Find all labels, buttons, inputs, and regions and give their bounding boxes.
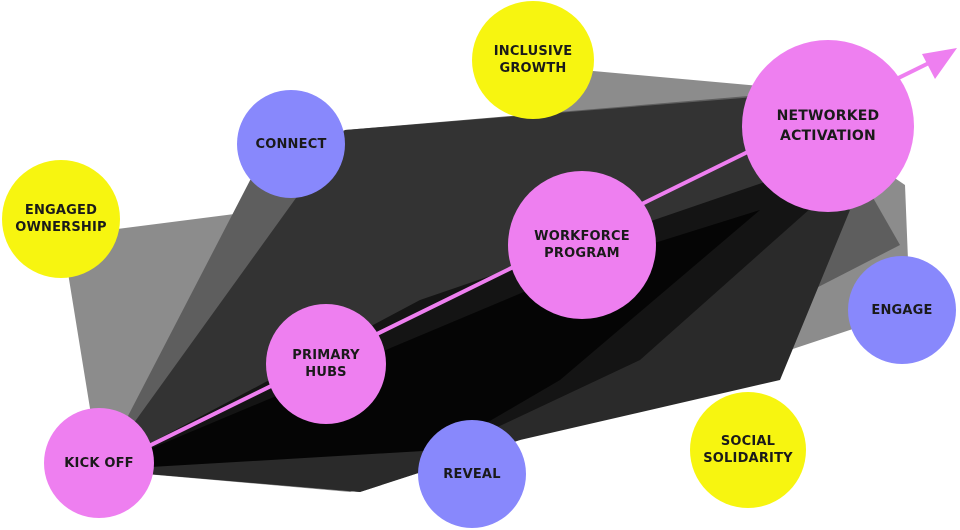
- node-inclusive-growth: INCLUSIVE GROWTH: [472, 1, 594, 119]
- node-primary-hubs: PRIMARY HUBS: [266, 304, 386, 424]
- node-primary-hubs-label: PRIMARY HUBS: [292, 348, 360, 380]
- watermark-text: 知乎 @大菲哥: [792, 488, 938, 513]
- node-kick-off-label: KICK OFF: [64, 455, 134, 471]
- node-reveal: REVEAL: [418, 420, 526, 528]
- node-inclusive-growth-label: INCLUSIVE GROWTH: [493, 44, 573, 76]
- node-engage: ENGAGE: [848, 256, 956, 364]
- node-workforce-program-label: WORKFORCE PROGRAM: [534, 229, 630, 261]
- node-engaged-ownership-label: ENGAGED OWNERSHIP: [15, 203, 107, 235]
- node-connect: CONNECT: [237, 90, 345, 198]
- node-engage-label: ENGAGE: [871, 302, 933, 318]
- node-kick-off: KICK OFF: [44, 408, 154, 518]
- node-social-solidarity: SOCIAL SOLIDARITY: [690, 392, 806, 508]
- node-engaged-ownership: ENGAGED OWNERSHIP: [2, 160, 120, 278]
- node-connect-label: CONNECT: [255, 136, 327, 152]
- node-social-solidarity-label: SOCIAL SOLIDARITY: [703, 434, 793, 466]
- node-reveal-label: REVEAL: [443, 466, 501, 482]
- node-networked-activation-label: NETWORKED ACTIVATION: [776, 108, 880, 144]
- progress-arrow-head: [922, 48, 957, 79]
- node-networked-activation: NETWORKED ACTIVATION: [742, 40, 914, 212]
- node-workforce-program: WORKFORCE PROGRAM: [508, 171, 656, 319]
